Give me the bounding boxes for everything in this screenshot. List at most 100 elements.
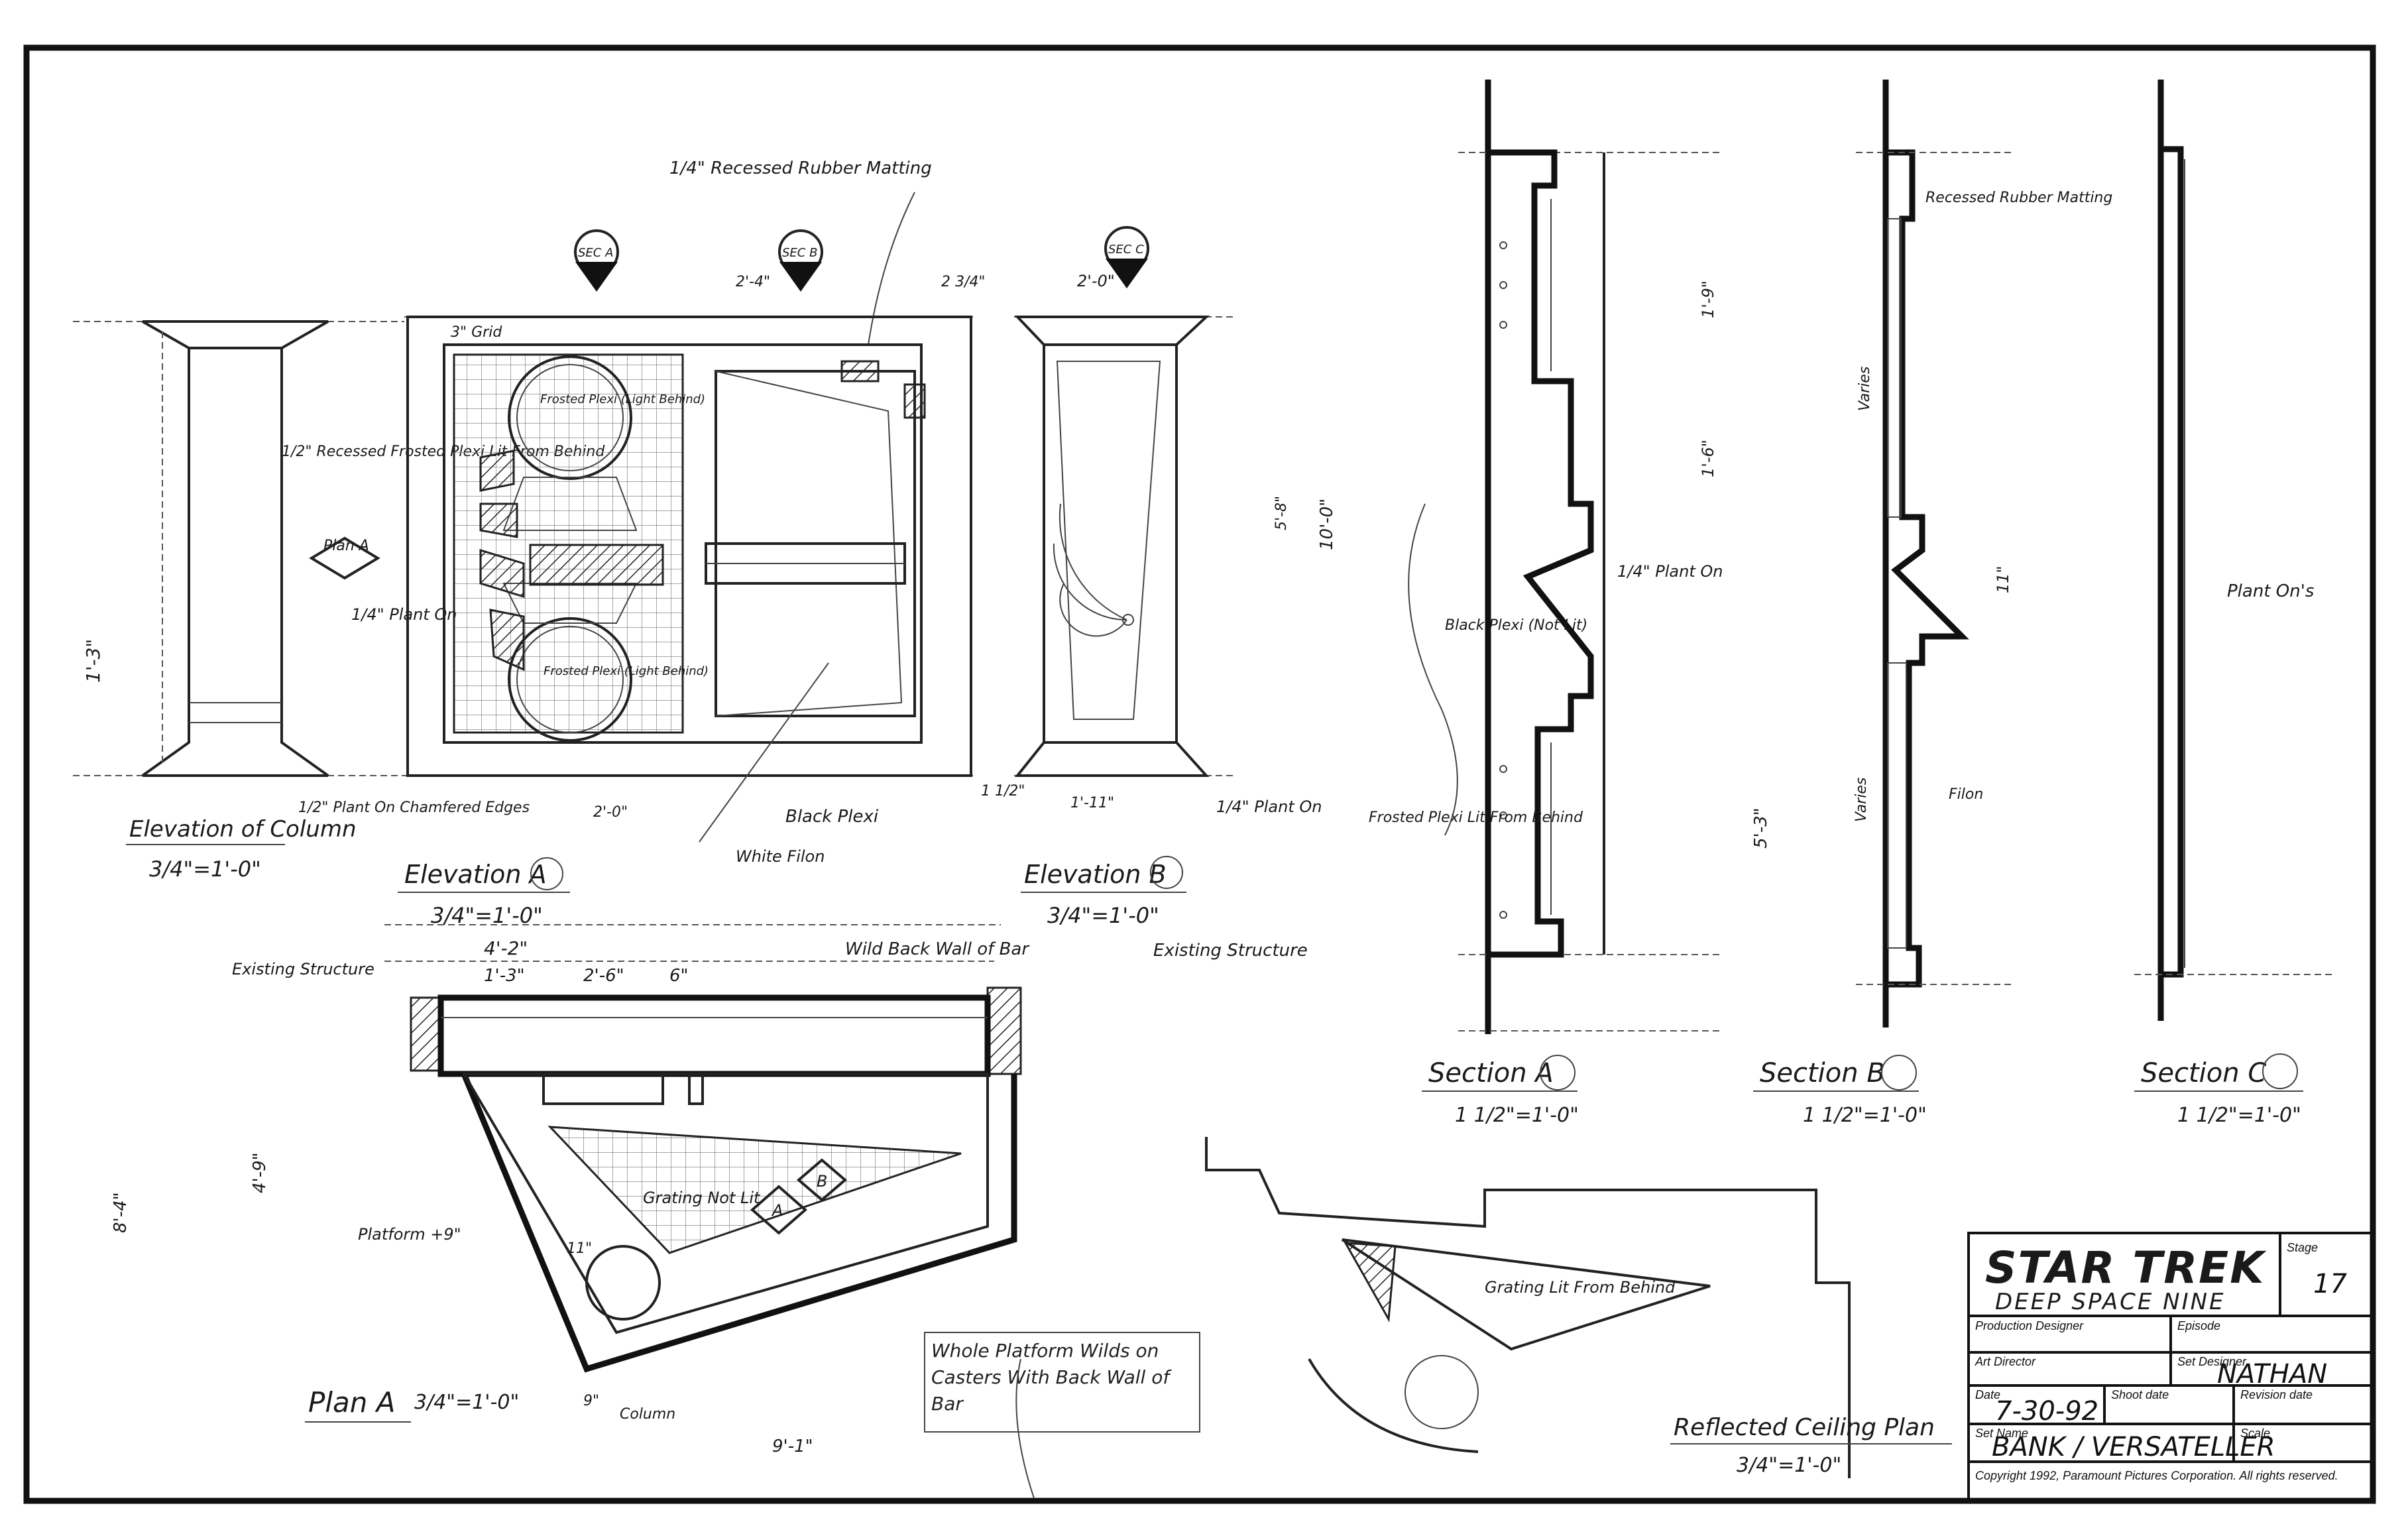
plan-title: Plan A: [308, 1386, 395, 1419]
elevation-b-title: Elevation B: [1024, 860, 1167, 889]
sec-a-label: SEC A: [578, 246, 613, 260]
note-plant-on-sec-a: 1/4" Plant On: [1617, 562, 1723, 581]
dim-sec-a-1-9: 1'-9": [1699, 280, 1717, 318]
section-marker-a: SEC A: [574, 229, 619, 292]
note-whole-platform: Whole Platform Wilds on Casters With Bac…: [931, 1340, 1170, 1415]
note-wild-back-wall: Wild Back Wall of Bar: [845, 939, 1030, 959]
grating-marker-a: A: [771, 1201, 783, 1220]
dim-plan-2-6: 2'-6": [583, 966, 624, 986]
reflected-ceiling-scale: 3/4"=1'-0": [1737, 1454, 1841, 1477]
dim-elev-b-height-5-8: 5'-8": [1273, 496, 1290, 530]
episode-label: Episode: [2177, 1319, 2220, 1332]
note-grating-not-lit: Grating Not Lit: [643, 1189, 761, 1207]
dim-plan-11: 11": [567, 1240, 592, 1257]
plan-a-tag-label: Plan A: [323, 538, 369, 554]
section-c-scale: 1 1/2"=1'-0": [2177, 1104, 2301, 1127]
title-block: [1967, 1232, 2374, 1502]
dim-sec-a-5-3: 5'-3": [1751, 807, 1771, 849]
section-marker-b: SEC B: [778, 229, 823, 292]
section-b-drawing: [1856, 80, 2015, 1028]
plan-scale: 3/4"=1'-0": [414, 1391, 519, 1414]
section-b-scale: 1 1/2"=1'-0": [1803, 1104, 1927, 1127]
section-marker-c: SEC C: [1104, 226, 1149, 288]
elevation-of-column: 1'-3": [73, 320, 404, 777]
note-plant-on-chamfered: 1/2" Plant On Chamfered Edges: [298, 799, 530, 816]
dim-elev-a-2-0: 2'-0": [593, 804, 628, 821]
dim-elev-a-side: 1 1/2": [981, 783, 1025, 799]
note-grating-lit: Grating Lit From Behind: [1485, 1278, 1676, 1297]
revision-date-label: Revision date: [2240, 1388, 2313, 1401]
note-black-plexi-a: Black Plexi: [785, 807, 879, 827]
note-black-plexi-not-lit: Black Plexi (Not Lit): [1445, 617, 1587, 634]
dim-elev-a-top: 2 3/4": [941, 274, 986, 290]
title-block-subtitle: DEEP SPACE NINE: [1995, 1289, 2226, 1315]
reflected-ceiling-drawing: [1205, 1137, 1851, 1478]
elevation-b-drawing: [1014, 316, 1233, 777]
shoot-date-label: Shoot date: [2111, 1388, 2169, 1401]
title-block-logo: STAR TREK: [1985, 1242, 2267, 1293]
sheet-border: [23, 44, 2376, 1504]
elevation-a-scale: 3/4"=1'-0": [431, 903, 543, 928]
date-label: Date: [1975, 1388, 2000, 1401]
set-name-value: BANK / VERSATELLER: [1992, 1432, 2275, 1462]
note-white-filon: White Filon: [736, 847, 825, 866]
section-b-title: Section B: [1760, 1058, 1885, 1089]
sec-b-label: SEC B: [782, 246, 817, 260]
dim-plan-6: 6": [669, 966, 689, 986]
note-filon: Filon: [1949, 786, 1983, 803]
dim-plan-1-3: 1'-3": [484, 966, 525, 986]
note-existing-structure-left: Existing Structure: [232, 960, 374, 978]
sec-c-label: SEC C: [1108, 243, 1144, 257]
dim-sec-a-1-6: 1'-6": [1699, 440, 1717, 477]
copyright: Copyright 1992, Paramount Pictures Corpo…: [1975, 1469, 2338, 1482]
set-designer-value: NATHAN: [2217, 1359, 2327, 1389]
note-platform: Platform +9": [358, 1225, 461, 1244]
note-frosted-plexi-top: Frosted Plexi (Light Behind): [540, 392, 705, 406]
production-designer-label: Production Designer: [1975, 1319, 2084, 1332]
stage-value: 17: [2313, 1269, 2347, 1299]
grating-marker-b: B: [817, 1172, 827, 1191]
dim-plan-8-4: 8'-4": [111, 1192, 131, 1233]
note-frosted-plexi-bottom: Frosted Plexi (Light Behind): [544, 664, 709, 678]
elevation-column-scale: 3/4"=1'-0": [149, 856, 261, 882]
whole-platform-note-box: [924, 1332, 1200, 1433]
section-a-scale: 1 1/2"=1'-0": [1455, 1104, 1579, 1127]
date-value: 7-30-92: [1995, 1396, 2098, 1427]
note-frosted-lit-sec-a: Frosted Plexi Lit From Behind: [1369, 809, 1583, 826]
note-recessed-matting-top: 1/4" Recessed Rubber Matting: [669, 158, 932, 178]
elevation-a-drawing: [404, 316, 974, 777]
note-plant-on-left: 1/4" Plant On: [351, 605, 457, 624]
dim-plan-4-2: 4'-2": [484, 937, 528, 959]
section-a-drawing: [1458, 80, 1723, 1034]
art-director-label: Art Director: [1975, 1355, 2036, 1368]
note-recessed-matting-right: Recessed Rubber Matting: [1925, 190, 2112, 206]
dim-plan-4-9: 4'-9": [250, 1152, 270, 1193]
stage-label: Stage: [2287, 1241, 2318, 1254]
dim-elev-b-bottom: 1'-11": [1070, 795, 1114, 811]
note-grid-3: 3" Grid: [451, 324, 502, 341]
plan-a-tag: Plan A: [309, 536, 380, 580]
set-designer-label: Set Designer: [2177, 1355, 2247, 1368]
dim-plan-9-1: 9'-1": [772, 1437, 813, 1456]
elevation-column-title: Elevation of Column: [129, 816, 357, 843]
section-c-title: Section C: [2141, 1058, 2266, 1089]
dim-elev-b-height-10: 10'-0": [1317, 499, 1337, 550]
note-existing-structure-right: Existing Structure: [1153, 941, 1308, 961]
note-plant-ons-c: Plant On's: [2227, 581, 2314, 601]
elevation-a-title: Elevation A: [404, 860, 547, 889]
elevation-b-scale: 3/4"=1'-0": [1047, 903, 1159, 928]
dim-elev-b-top: 2'-0": [1077, 272, 1115, 290]
dim-column-height: 1'-3": [82, 639, 104, 683]
dim-sec-b-11: 11": [1994, 565, 2012, 593]
section-a-title: Section A: [1428, 1058, 1554, 1089]
plan-a-drawing: [384, 924, 1022, 1373]
note-varies-1: Varies: [1857, 367, 1873, 411]
note-varies-2: Varies: [1853, 778, 1870, 822]
section-c-drawing: [2134, 80, 2333, 1021]
set-name-label: Set Name: [1975, 1427, 2028, 1440]
scale-label: Scale: [2240, 1427, 2270, 1440]
dim-plan-9: 9": [583, 1393, 599, 1409]
note-plant-on-b: 1/4" Plant On: [1216, 797, 1322, 816]
reflected-ceiling-title: Reflected Ceiling Plan: [1674, 1414, 1935, 1441]
